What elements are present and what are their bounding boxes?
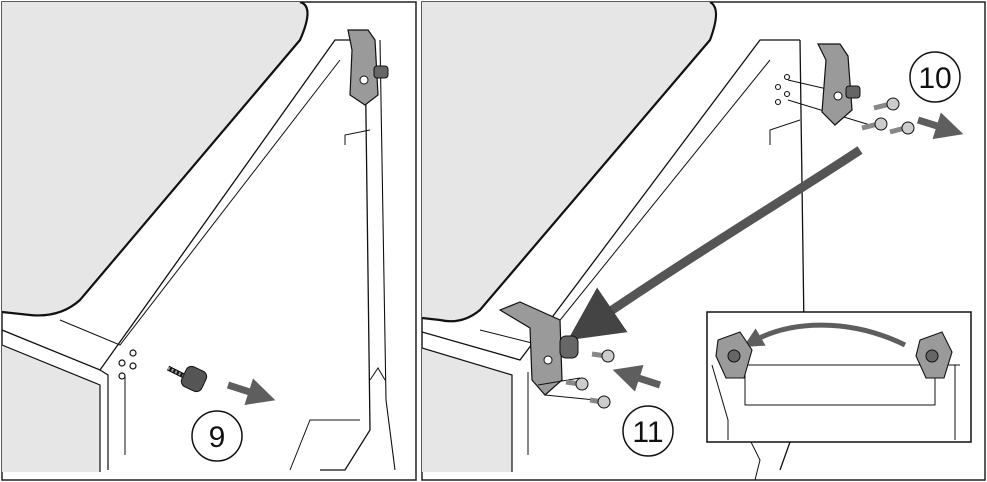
cabinet-top-surface (2, 2, 308, 316)
step-11-marker: 11 (622, 405, 674, 457)
screw-icons-top (861, 97, 915, 135)
step-9-marker: 9 (191, 410, 243, 462)
step-9-label: 9 (209, 421, 226, 454)
hinge-bracket-top-icon (787, 43, 871, 126)
insert-arrow-icon (612, 364, 662, 392)
move-arrow-top-icon (916, 112, 964, 140)
inset-curved-arrow-icon (743, 322, 907, 348)
hinge-bracket-bottom-icon (498, 301, 596, 401)
curved-transfer-arrow-icon (567, 146, 863, 341)
cabinet-front-block (2, 345, 100, 472)
hinge-bracket-icon (347, 29, 389, 106)
panel-right: 10 11 (421, 1, 986, 481)
screw-icons-bottom (565, 349, 615, 409)
step-11-label: 11 (632, 416, 663, 449)
move-arrow-icon (226, 378, 276, 406)
step-10-marker: 10 (909, 51, 961, 103)
panel-left: 9 (1, 1, 417, 481)
inset-hinge-right-icon (915, 331, 953, 379)
cabinet-top-surface-right (422, 2, 716, 322)
inset-detail (706, 311, 972, 443)
step-10-label: 10 (918, 62, 951, 95)
mounting-holes-top (774, 73, 791, 106)
mounting-holes (118, 349, 137, 380)
thumb-screw-icon (166, 365, 208, 393)
inset-hinge-left-icon (715, 331, 753, 379)
